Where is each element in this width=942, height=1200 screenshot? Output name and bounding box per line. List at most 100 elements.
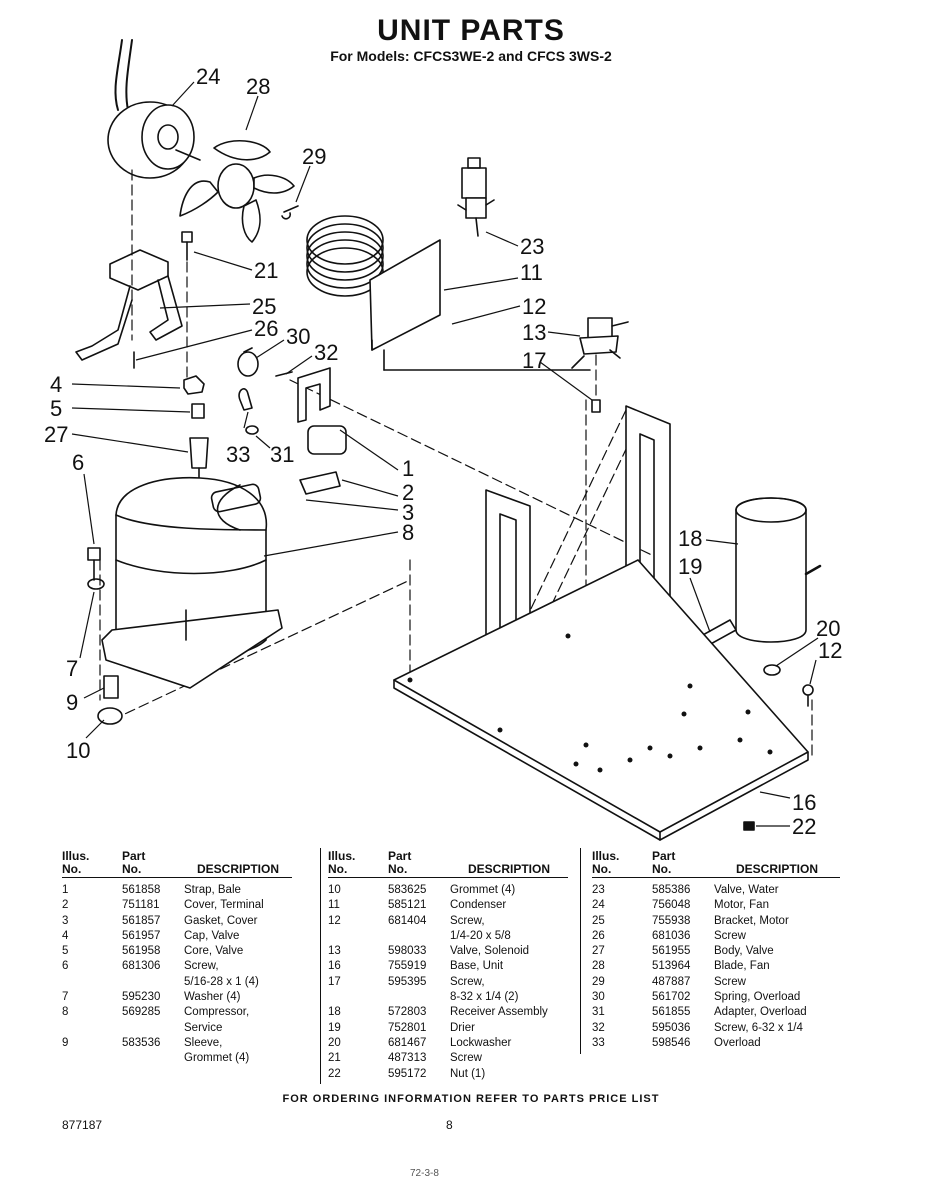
callout-32: 32 (314, 340, 338, 365)
page-title: UNIT PARTS (377, 14, 565, 47)
illus-no-header: Illus. No. (592, 849, 620, 876)
part-description: Strap, Bale (184, 884, 241, 896)
fan-motor (107, 39, 201, 179)
illus-no: 18 (328, 1006, 341, 1019)
part-description: Valve, Water (714, 884, 779, 896)
part-no: 598033 (388, 945, 427, 958)
part-no: 681036 (652, 929, 691, 942)
callout-8: 8 (402, 520, 414, 545)
part-description: Gasket, Cover (184, 914, 258, 927)
receiver-assembly (735, 497, 822, 643)
illus-no: 33 (592, 1036, 605, 1049)
part-description: Washer (4) (184, 991, 241, 1004)
motor-bracket (75, 249, 183, 369)
table-header: Illus. No. Part No. DESCRIPTION (592, 848, 840, 878)
callout-33: 33 (226, 442, 250, 467)
part-no: 569285 (122, 1006, 161, 1019)
callout-28: 28 (246, 74, 270, 99)
document-number: 877187 (62, 1118, 103, 1132)
table-header: Illus. No. Part No. DESCRIPTION (328, 848, 568, 878)
part-description: Drier (450, 1021, 475, 1034)
part-description: Bracket, Motor (714, 914, 789, 927)
description-header: DESCRIPTION (196, 862, 279, 876)
part-no: 595172 (388, 1067, 427, 1080)
callout-22: 22 (792, 814, 816, 839)
part-description: Screw, 1/4-20 x 5/8 (450, 914, 511, 942)
callout-6: 6 (72, 450, 84, 475)
part-no: 487887 (652, 975, 691, 988)
illus-no: 9 (62, 1036, 69, 1049)
part-no: 595230 (122, 991, 161, 1004)
part-no: 561857 (122, 914, 161, 927)
callout-3: 3 (402, 500, 414, 525)
description-header: DESCRIPTION (735, 862, 818, 876)
callout-5: 5 (50, 396, 62, 421)
part-description: Spring, Overload (714, 991, 801, 1004)
illus-no: 11 (328, 899, 340, 912)
callout-4: 4 (50, 372, 62, 397)
illus-no: 2 (62, 899, 69, 912)
illus-no: 17 (328, 975, 341, 988)
illus-no-header: Illus. No. (328, 849, 356, 876)
illus-no-header: Illus. No. (62, 849, 90, 876)
part-no: 585121 (388, 899, 427, 912)
part-no: 561958 (122, 945, 161, 958)
illus-no: 13 (328, 945, 341, 958)
table-row: 2 751181 Cover, Terminal (62, 898, 292, 913)
water-valve (457, 157, 495, 237)
part-description: Lockwasher (450, 1036, 512, 1049)
illus-no: 19 (328, 1021, 341, 1034)
callout-9: 9 (66, 690, 78, 715)
part-description: Screw, 8-32 x 1/4 (2) (450, 975, 519, 1004)
callout-16: 16 (792, 790, 816, 815)
callout-7: 7 (66, 656, 78, 681)
illus-no: 10 (328, 884, 341, 896)
illus-no: 3 (62, 914, 69, 927)
callout-12: 12 (522, 294, 546, 319)
part-description: Screw, 5/16-28 x 1 (4) (184, 960, 259, 988)
callout-27: 27 (44, 422, 68, 447)
part-no: 751181 (122, 899, 160, 912)
illus-no: 27 (592, 945, 605, 958)
part-description: Receiver Assembly (450, 1006, 548, 1019)
callout-17: 17 (522, 348, 546, 373)
part-description: Sleeve, Grommet (4) (184, 1036, 250, 1065)
part-description: Base, Unit (450, 960, 504, 973)
part-description: Motor, Fan (714, 899, 769, 912)
illus-no: 25 (592, 914, 605, 927)
part-description: Body, Valve (714, 945, 774, 958)
callout-26: 26 (254, 316, 278, 341)
part-description: Overload (714, 1036, 761, 1049)
callout-23: 23 (520, 234, 544, 259)
illus-no: 16 (328, 960, 341, 973)
part-no: 681306 (122, 960, 161, 973)
callout-19: 19 (678, 554, 702, 579)
part-description: Cap, Valve (184, 929, 240, 942)
illus-no: 23 (592, 884, 605, 896)
bottom-mark: 72-3-8 (410, 1168, 439, 1179)
callout-25: 25 (252, 294, 276, 319)
part-no-header: Part No. (122, 849, 146, 876)
exploded-parts-diagram: 24 28 29 23 21 11 25 12 26 30 32 13 4 17… (44, 39, 842, 841)
callout-20: 20 (816, 616, 840, 641)
part-description: Cover, Terminal (184, 899, 264, 912)
